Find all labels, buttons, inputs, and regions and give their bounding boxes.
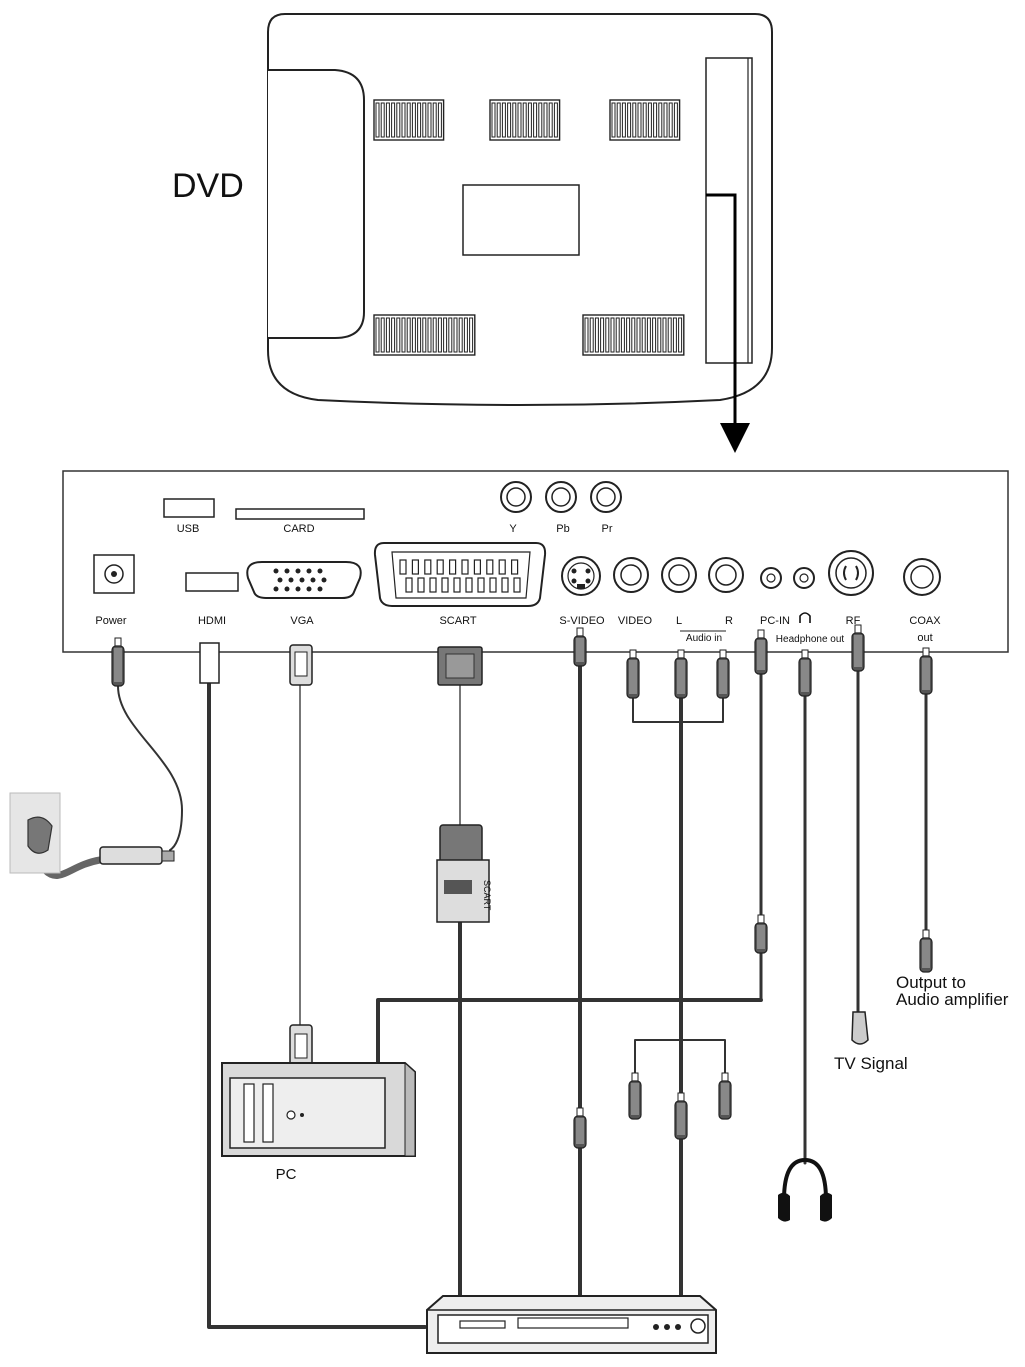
headphone-icon (778, 1157, 832, 1222)
vga-label: VGA (290, 615, 314, 627)
rf-label: RF (846, 615, 861, 627)
scart-plug-neck (439, 824, 483, 864)
coax-label: COAX (909, 615, 941, 627)
vga-pins (273, 568, 327, 592)
svideo-label: S-VIDEO (559, 615, 605, 627)
tv-signal-label: TV Signal (834, 1054, 908, 1073)
scart-plug-text: SCART (482, 880, 492, 911)
usb-port (163, 498, 215, 518)
pc-in-label: PC-IN (760, 615, 790, 627)
rf-plug-icon (851, 1011, 869, 1045)
usb-label: USB (177, 523, 200, 535)
output-label-line2: Audio amplifier (896, 990, 1009, 1009)
hdmi-port (185, 572, 239, 592)
scart-label: SCART (439, 615, 476, 627)
audio-in-label: Audio in (686, 633, 722, 644)
pr-label: Pr (602, 523, 613, 535)
pc-tower-icon (221, 1061, 416, 1157)
callout-arrow (706, 193, 750, 453)
dvd-player-icon (426, 1295, 717, 1354)
card-label: CARD (283, 523, 314, 535)
wall-socket-icon (9, 792, 61, 874)
headphone-icon (799, 612, 811, 623)
pb-label: Pb (556, 523, 569, 535)
pc-label: PC (276, 1166, 297, 1183)
component-ports (500, 481, 622, 513)
headphone-out-label: Headphone out (776, 634, 845, 645)
label-plate (462, 184, 580, 256)
hdmi-label: HDMI (198, 615, 226, 627)
hdmi-plug (199, 642, 220, 684)
r-label: R (725, 615, 733, 627)
power-label: Power (95, 615, 127, 627)
tv-back-housing: DVD (172, 13, 773, 453)
output-label-line1: Output to (896, 973, 966, 992)
video-label: VIDEO (618, 615, 653, 627)
cable-plugs (111, 624, 933, 1149)
l-label: L (676, 615, 682, 627)
dvd-title: DVD (172, 167, 244, 205)
connector-panel: USB CARD Y Pb Pr Power HDMI VGA SCAR (62, 470, 1009, 653)
side-panel (268, 69, 365, 339)
cables (41, 658, 928, 1329)
scart-pins (399, 559, 521, 593)
power-plug-icon (99, 846, 175, 865)
card-slot (235, 508, 365, 520)
vent-grilles (373, 99, 685, 356)
av-ports (613, 557, 744, 593)
y-label: Y (509, 523, 517, 535)
dvd-slot (705, 57, 753, 364)
coax-out-label: out (917, 632, 932, 644)
